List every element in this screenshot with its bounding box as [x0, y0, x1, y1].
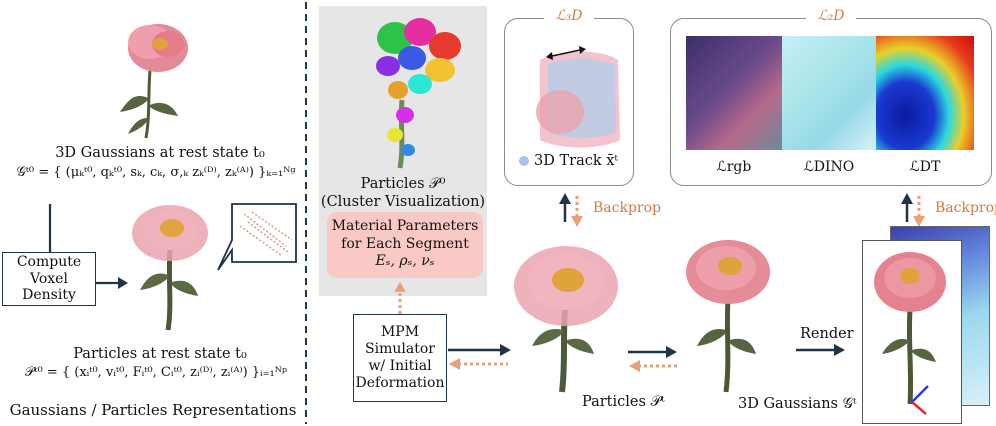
particles-t-label: Particles 𝒫ᵗ [582, 394, 665, 410]
rgb-loss-image [686, 36, 782, 150]
track-legend-marker [519, 156, 529, 166]
dt-loss-image [876, 36, 974, 150]
render-label: Render [800, 326, 854, 342]
gauss-rest-caption: 3D Gaussians at rest state t₀ [55, 145, 265, 161]
loss-2d-title: ℒ₂D [806, 8, 856, 24]
compute-voxel-density-box: Compute Voxel Density [2, 252, 96, 306]
cluster-caption-line1: Particles 𝒫⁰ [360, 176, 446, 192]
loss-dino-label: ℒDINO [803, 159, 855, 175]
material-line3: Eₛ, ρₛ, νₛ [375, 253, 435, 269]
loss-dt-label: ℒDT [909, 159, 941, 175]
loss-3d-title: ℒ₃D [544, 8, 594, 24]
gauss-rest-formula: 𝒢ᵗ⁰ = { (μₖᵗ⁰, qₖᵗ⁰, sₖ, cₖ, σ,ₖ zₖ⁽ᴰ⁾, … [16, 165, 296, 180]
particles-rest-formula: 𝒫ᵗ⁰ = { (xᵢᵗ⁰, vᵢᵗ⁰, Fᵢᵗ⁰, Cᵢᵗ⁰, zᵢ⁽ᴰ⁾, … [24, 365, 288, 380]
dino-loss-image [782, 36, 876, 150]
track-legend-label: 3D Track x̄ᵗ [534, 153, 618, 169]
cluster-caption-line2: (Cluster Visualization) [320, 194, 486, 210]
mpm-simulator-label: MPM Simulator w/ Initial Deformation [355, 324, 445, 391]
backprop-left-label: Backprop [593, 200, 662, 216]
material-line1: Material Parameters [331, 218, 479, 234]
loss-rgb-label: ℒrgb [716, 159, 752, 175]
mpm-simulator-box: MPM Simulator w/ Initial Deformation [353, 314, 447, 402]
gaussians-t-label: 3D Gaussians 𝒢ᵗ [738, 396, 857, 412]
compute-voxel-density-label: Compute Voxel Density [16, 253, 82, 304]
particles-rest-caption: Particles at rest state t₀ [73, 346, 247, 362]
material-parameters-box: Material Parameters for Each Segment Eₛ,… [327, 212, 483, 278]
material-line2: for Each Segment [341, 235, 469, 252]
representations-title: Gaussians / Particles Representations [9, 401, 297, 419]
backprop-right-label: Backprop [935, 200, 996, 216]
